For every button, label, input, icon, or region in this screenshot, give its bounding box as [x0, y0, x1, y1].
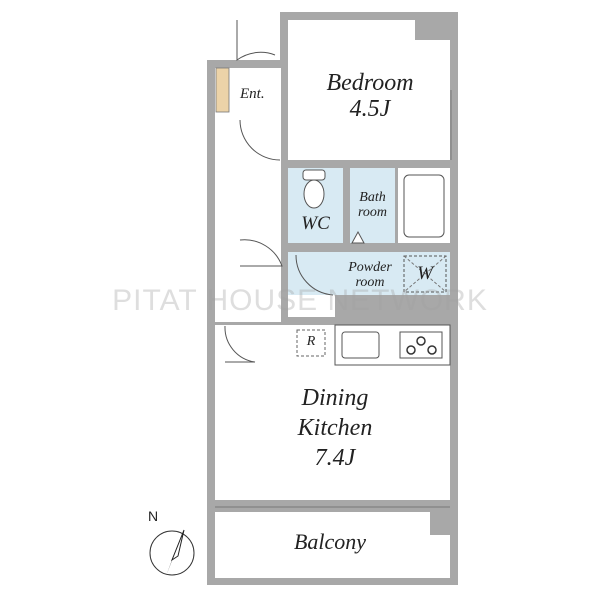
washbasin-area [288, 295, 335, 317]
compass-icon [149, 529, 195, 576]
balcony-label: Balcony [293, 529, 367, 554]
shoe-box [215, 67, 230, 113]
powder-label-line2: room [355, 275, 385, 291]
powder-label-line1: Powder [348, 260, 392, 275]
bath-label-line1: Bath [359, 190, 386, 205]
dining-label-line2: Kitchen [297, 415, 373, 441]
bath-label: Bath room [350, 190, 395, 221]
dining-size: 7.4J [314, 445, 356, 471]
bathtub [403, 174, 445, 238]
bath-door-marker [351, 230, 365, 244]
toilet [302, 169, 326, 209]
entrance-label: Ent. [240, 86, 265, 102]
bath-floor [350, 168, 395, 243]
windows [215, 90, 452, 508]
washer-label: W [417, 263, 433, 284]
balcony-column [430, 505, 458, 535]
compass-north-label: N [148, 508, 159, 524]
fridge-label: R [306, 334, 316, 349]
burners [406, 336, 437, 355]
bedroom-name: Bedroom [326, 70, 414, 96]
dining-label-line1: Dining [301, 385, 369, 411]
dining-label: Dining Kitchen 7.4J [260, 383, 410, 473]
hallway-floor [215, 128, 281, 322]
fridge-space [296, 329, 326, 357]
bedroom-column [415, 20, 450, 40]
watermark: PITAT HOUSE NETWORK [112, 284, 488, 317]
sink [341, 331, 380, 359]
bedroom-floor [288, 20, 450, 160]
bedroom-size: 4.5J [349, 96, 391, 123]
balcony-floor [215, 512, 450, 578]
powder-label: Powder room [337, 260, 403, 291]
powder-floor [288, 252, 450, 295]
washer-pan [403, 255, 447, 293]
wc-label: WC [301, 213, 330, 234]
bedroom-label: Bedroom 4.5J [300, 70, 440, 123]
bath-label-line2: room [357, 205, 388, 221]
door-swings [224, 20, 334, 363]
